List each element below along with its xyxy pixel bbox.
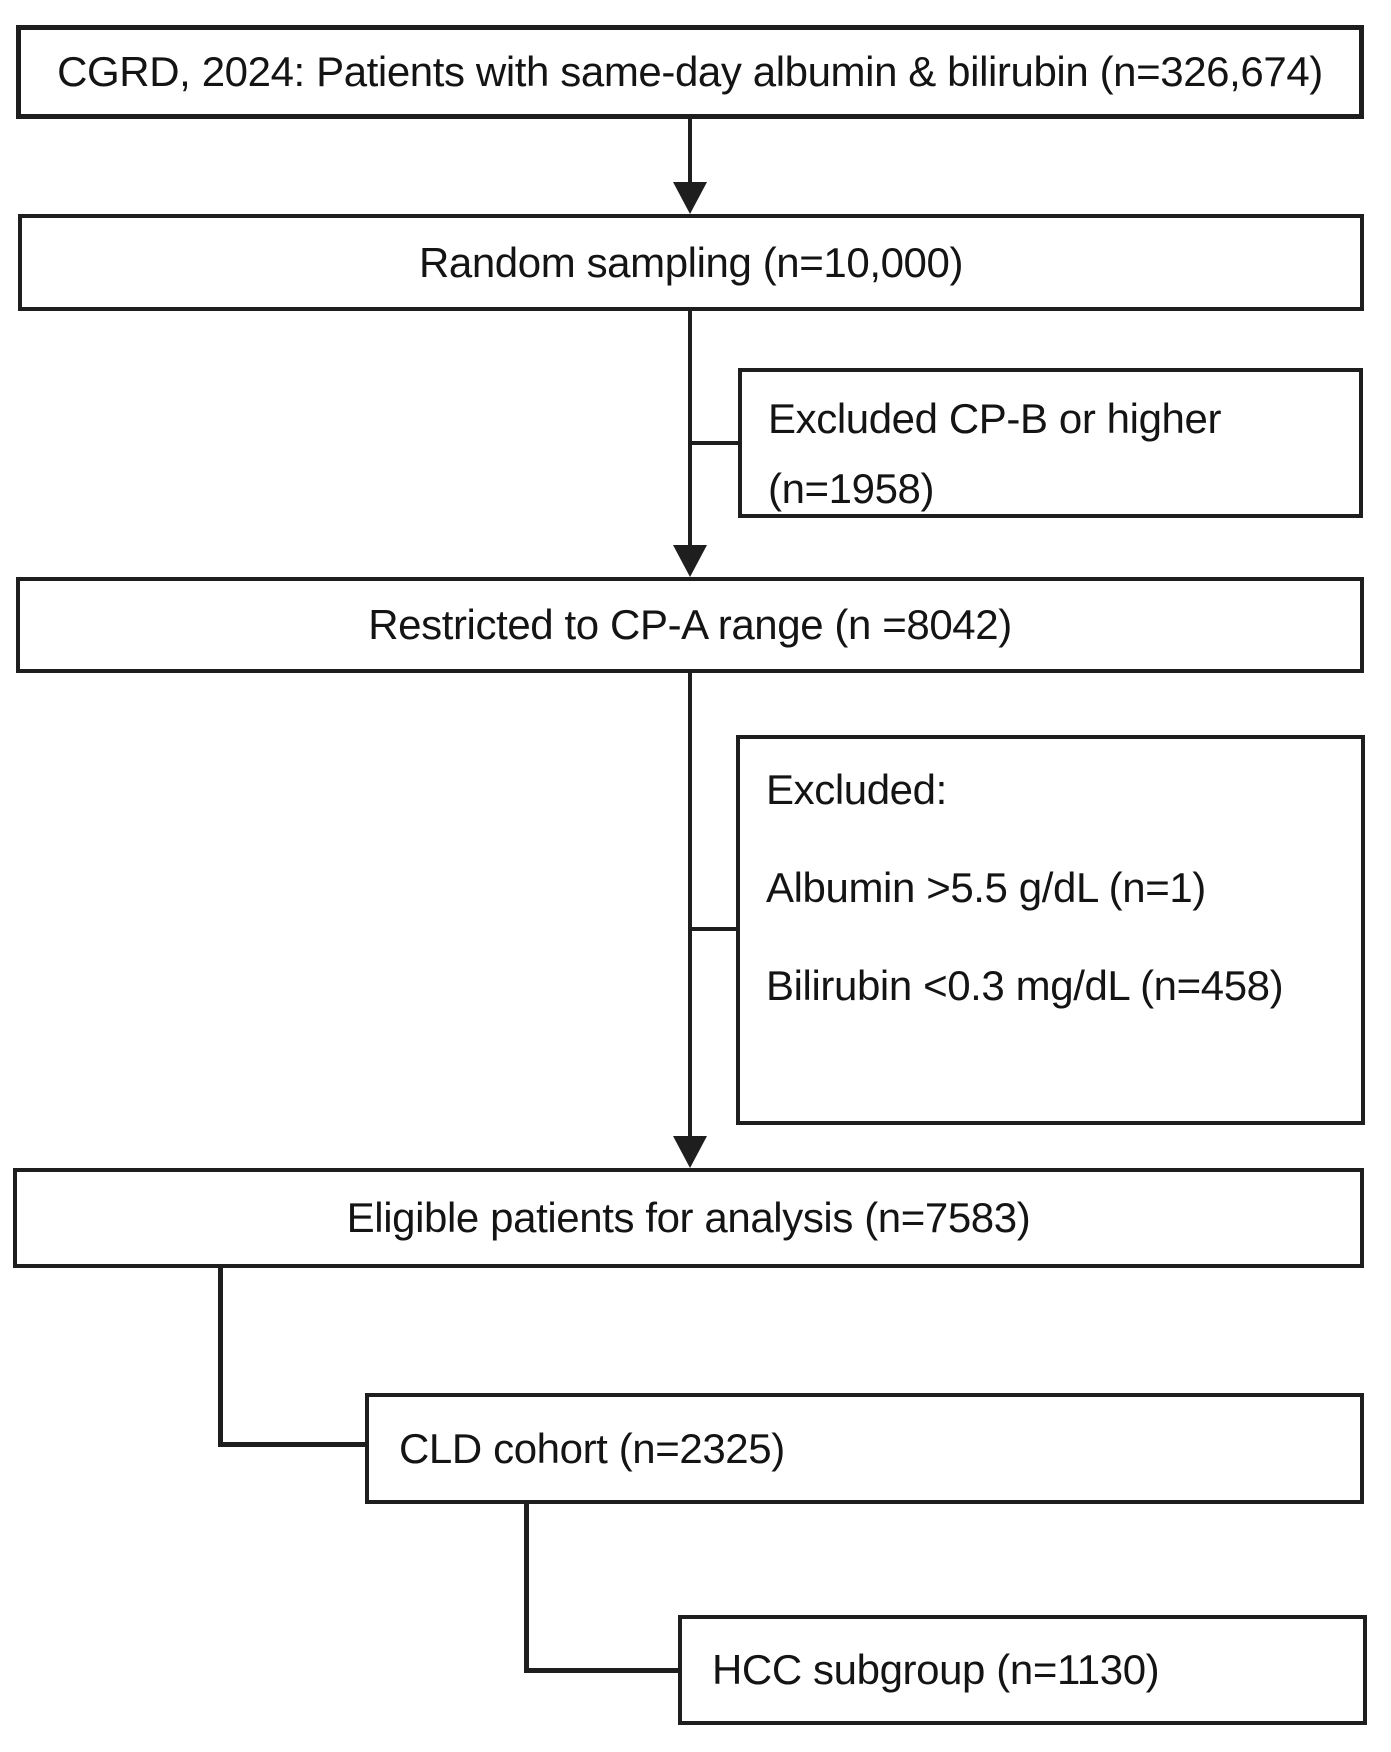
node-excluded-cpb: Excluded CP-B or higher (n=1958) [738, 368, 1363, 518]
connector-sampling-to-cpa [688, 311, 692, 545]
node-cpa-range-label: Restricted to CP-A range (n =8042) [368, 601, 1012, 648]
connector-cpa-to-eligible [688, 673, 692, 1136]
elbow-eligible-to-cld-horizontal [218, 1442, 365, 1447]
node-excluded-cpb-line1: Excluded CP-B or higher [768, 395, 1222, 442]
node-eligible-patients-label: Eligible patients for analysis (n=7583) [346, 1194, 1031, 1241]
node-source-population: CGRD, 2024: Patients with same-day album… [16, 25, 1364, 119]
node-cld-cohort: CLD cohort (n=2325) [365, 1393, 1364, 1504]
elbow-eligible-to-cld-vertical [218, 1268, 223, 1447]
elbow-cld-to-hcc-vertical [524, 1504, 529, 1673]
node-hcc-subgroup: HCC subgroup (n=1130) [678, 1615, 1367, 1725]
node-cpa-range: Restricted to CP-A range (n =8042) [16, 577, 1364, 673]
elbow-cld-to-hcc-horizontal [524, 1668, 678, 1673]
node-random-sampling: Random sampling (n=10,000) [18, 214, 1364, 311]
node-excluded-labs-line1: Excluded: [766, 766, 947, 813]
arrow-down-icon [673, 545, 707, 577]
node-excluded-cpb-line2: (n=1958) [768, 465, 935, 512]
node-random-sampling-label: Random sampling (n=10,000) [418, 238, 964, 286]
arrow-down-icon [673, 1136, 707, 1168]
node-hcc-subgroup-label: HCC subgroup (n=1130) [712, 1646, 1160, 1693]
node-excluded-labs-line3: Bilirubin <0.3 mg/dL (n=458) [766, 962, 1284, 1009]
connector-source-to-sampling [688, 119, 692, 182]
branch-to-excluded-cpb [690, 441, 738, 445]
branch-to-excluded-labs [690, 927, 736, 931]
node-excluded-labs-line2: Albumin >5.5 g/dL (n=1) [766, 864, 1206, 911]
node-excluded-labs: Excluded: Albumin >5.5 g/dL (n=1) Biliru… [736, 735, 1365, 1125]
node-source-population-label: CGRD, 2024: Patients with same-day album… [57, 48, 1323, 95]
node-eligible-patients: Eligible patients for analysis (n=7583) [13, 1168, 1364, 1268]
arrow-down-icon [673, 182, 707, 214]
node-cld-cohort-label: CLD cohort (n=2325) [399, 1424, 785, 1472]
